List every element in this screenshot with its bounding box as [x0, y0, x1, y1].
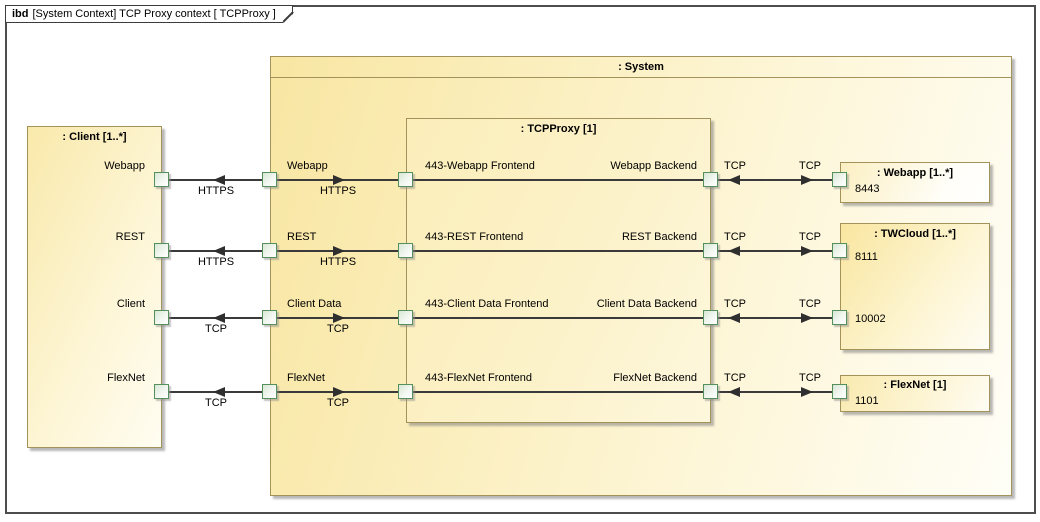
port-system-client-data[interactable]	[262, 310, 277, 325]
flow-arrow-right-icon	[333, 175, 345, 185]
proxy-frontend-label: 443-Webapp Frontend	[425, 160, 535, 172]
port-client-rest[interactable]	[154, 243, 169, 258]
client-port-label: FlexNet	[107, 372, 145, 384]
block-twcloud[interactable]: : TWCloud [1..*] 8111 10002	[840, 223, 990, 350]
block-flexnet[interactable]: : FlexNet [1] 1101	[840, 375, 990, 412]
flow-arrow-left-icon	[728, 387, 740, 397]
flow-arrow-left-icon	[728, 175, 740, 185]
block-webapp[interactable]: : Webapp [1..*] 8443	[840, 162, 990, 203]
protocol-label: TCP	[799, 160, 821, 172]
proxy-frontend-label: 443-Client Data Frontend	[425, 298, 549, 310]
block-title-twcloud: : TWCloud [1..*]	[874, 228, 956, 240]
flow-arrow-right-icon	[333, 246, 345, 256]
port-proxy-flexnet-frontend[interactable]	[398, 384, 413, 399]
protocol-label: TCP	[327, 397, 349, 409]
system-header: : System	[271, 57, 1011, 78]
protocol-label: TCP	[799, 372, 821, 384]
diagram-kind: ibd	[12, 8, 29, 20]
port-webapp-8443[interactable]	[832, 172, 847, 187]
protocol-label: TCP	[724, 231, 746, 243]
port-proxy-webapp-backend[interactable]	[703, 172, 718, 187]
connector-rest[interactable]	[162, 250, 840, 252]
protocol-label: HTTPS	[319, 256, 357, 268]
protocol-label: HTTPS	[319, 185, 357, 197]
port-proxy-webapp-frontend[interactable]	[398, 172, 413, 187]
protocol-label: TCP	[724, 160, 746, 172]
diagram-title-tab: ibd[System Context] TCP Proxy context [ …	[5, 5, 293, 23]
connector-webapp[interactable]	[162, 179, 840, 181]
port-twcloud-8111[interactable]	[832, 243, 847, 258]
flow-arrow-right-icon	[801, 246, 813, 256]
port-system-flexnet[interactable]	[262, 384, 277, 399]
flow-arrow-right-icon	[801, 313, 813, 323]
flow-arrow-left-icon	[213, 313, 225, 323]
flow-arrow-right-icon	[333, 313, 345, 323]
diagram-title: [System Context] TCP Proxy context [ TCP…	[32, 8, 276, 20]
protocol-label: TCP	[799, 231, 821, 243]
proxy-frontend-label: 443-REST Frontend	[425, 231, 524, 243]
protocol-label: TCP	[799, 298, 821, 310]
flow-arrow-right-icon	[333, 387, 345, 397]
boundary-port-label: Client Data	[287, 298, 342, 310]
port-proxy-rest-frontend[interactable]	[398, 243, 413, 258]
block-client[interactable]: : Client [1..*]	[27, 126, 162, 448]
port-system-rest[interactable]	[262, 243, 277, 258]
protocol-label: HTTPS	[197, 256, 235, 268]
port-system-webapp[interactable]	[262, 172, 277, 187]
protocol-label: TCP	[205, 397, 227, 409]
block-title-webapp: : Webapp [1..*]	[876, 167, 954, 179]
connector-flexnet[interactable]	[162, 391, 840, 393]
port-number-10002: 10002	[855, 313, 886, 325]
client-port-label: Client	[116, 298, 145, 310]
port-twcloud-10002[interactable]	[832, 310, 847, 325]
protocol-label: HTTPS	[197, 185, 235, 197]
port-number-8443: 8443	[855, 183, 880, 195]
boundary-port-label: Webapp	[287, 160, 328, 172]
port-number-1101: 1101	[855, 395, 879, 407]
block-title-tcpproxy: : TCPProxy [1]	[520, 123, 597, 135]
block-tcpproxy[interactable]: : TCPProxy [1]	[406, 118, 711, 423]
port-client-client[interactable]	[154, 310, 169, 325]
proxy-backend-label: Webapp Backend	[610, 160, 697, 172]
flow-arrow-left-icon	[213, 246, 225, 256]
connector-client-data[interactable]	[162, 317, 840, 319]
protocol-label: TCP	[205, 323, 227, 335]
proxy-frontend-label: 443-FlexNet Frontend	[425, 372, 532, 384]
block-title-client: : Client [1..*]	[62, 131, 127, 143]
block-title-system: : System	[618, 61, 664, 73]
port-flexnet-1101[interactable]	[832, 384, 847, 399]
proxy-backend-label: REST Backend	[621, 231, 697, 243]
flow-arrow-right-icon	[801, 387, 813, 397]
flow-arrow-left-icon	[213, 387, 225, 397]
client-port-label: Webapp	[104, 160, 145, 172]
port-number-8111: 8111	[855, 251, 878, 263]
boundary-port-label: REST	[287, 231, 317, 243]
client-port-label: REST	[115, 231, 145, 243]
protocol-label: TCP	[724, 298, 746, 310]
port-client-webapp[interactable]	[154, 172, 169, 187]
protocol-label: TCP	[327, 323, 349, 335]
flow-arrow-right-icon	[801, 175, 813, 185]
proxy-backend-label: FlexNet Backend	[613, 372, 697, 384]
boundary-port-label: FlexNet	[287, 372, 325, 384]
port-proxy-flexnet-backend[interactable]	[703, 384, 718, 399]
port-proxy-client-data-frontend[interactable]	[398, 310, 413, 325]
block-title-flexnet: : FlexNet [1]	[883, 379, 947, 391]
port-proxy-rest-backend[interactable]	[703, 243, 718, 258]
proxy-backend-label: Client Data Backend	[596, 298, 697, 310]
protocol-label: TCP	[724, 372, 746, 384]
flow-arrow-left-icon	[213, 175, 225, 185]
port-proxy-client-data-backend[interactable]	[703, 310, 718, 325]
flow-arrow-left-icon	[728, 246, 740, 256]
flow-arrow-left-icon	[728, 313, 740, 323]
port-client-flexnet[interactable]	[154, 384, 169, 399]
